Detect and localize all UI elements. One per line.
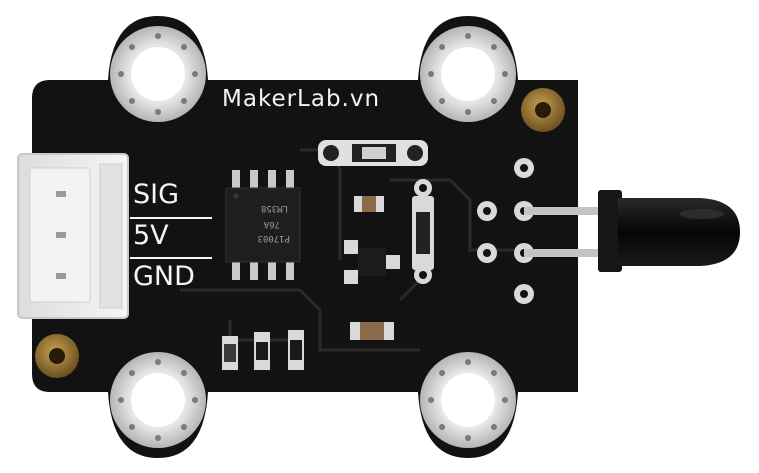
mount-hole-bottom-right-icon (420, 352, 516, 448)
through-hole-pads (477, 158, 534, 304)
pcb-board (32, 16, 578, 458)
mount-hole-top-left-icon (110, 26, 206, 122)
smd-capacitor-bottom-icon (350, 322, 394, 340)
chip-line-2: 76A (263, 219, 280, 229)
status-led-icon (222, 336, 238, 370)
smd-transistor-icon (344, 240, 400, 284)
pin-label-5v: 5V (133, 220, 169, 251)
smd-capacitor-icon (354, 196, 384, 212)
smd-resistor-top-icon (318, 140, 428, 166)
pin-label-sig: SIG (133, 179, 179, 210)
copper-pad-right-icon (521, 88, 565, 132)
jst-connector-icon (17, 153, 129, 319)
chip-line-3: LM358 (261, 203, 288, 213)
pin-label-gnd: GND (133, 261, 195, 292)
brand-label: MakerLab.vn (222, 86, 380, 112)
flame-sensor-icon (524, 190, 740, 272)
lm358-chip-icon: P17003 76A LM358 (225, 170, 301, 280)
smd-resistor-small-icon (254, 332, 270, 370)
smd-resistor-vertical-icon (412, 179, 434, 284)
mount-hole-top-right-icon (420, 26, 516, 122)
mount-hole-bottom-left-icon (110, 352, 206, 448)
copper-pad-left-icon (35, 334, 79, 378)
chip-line-1: P17003 (257, 233, 290, 243)
smd-resistor-small-2-icon (288, 330, 304, 370)
